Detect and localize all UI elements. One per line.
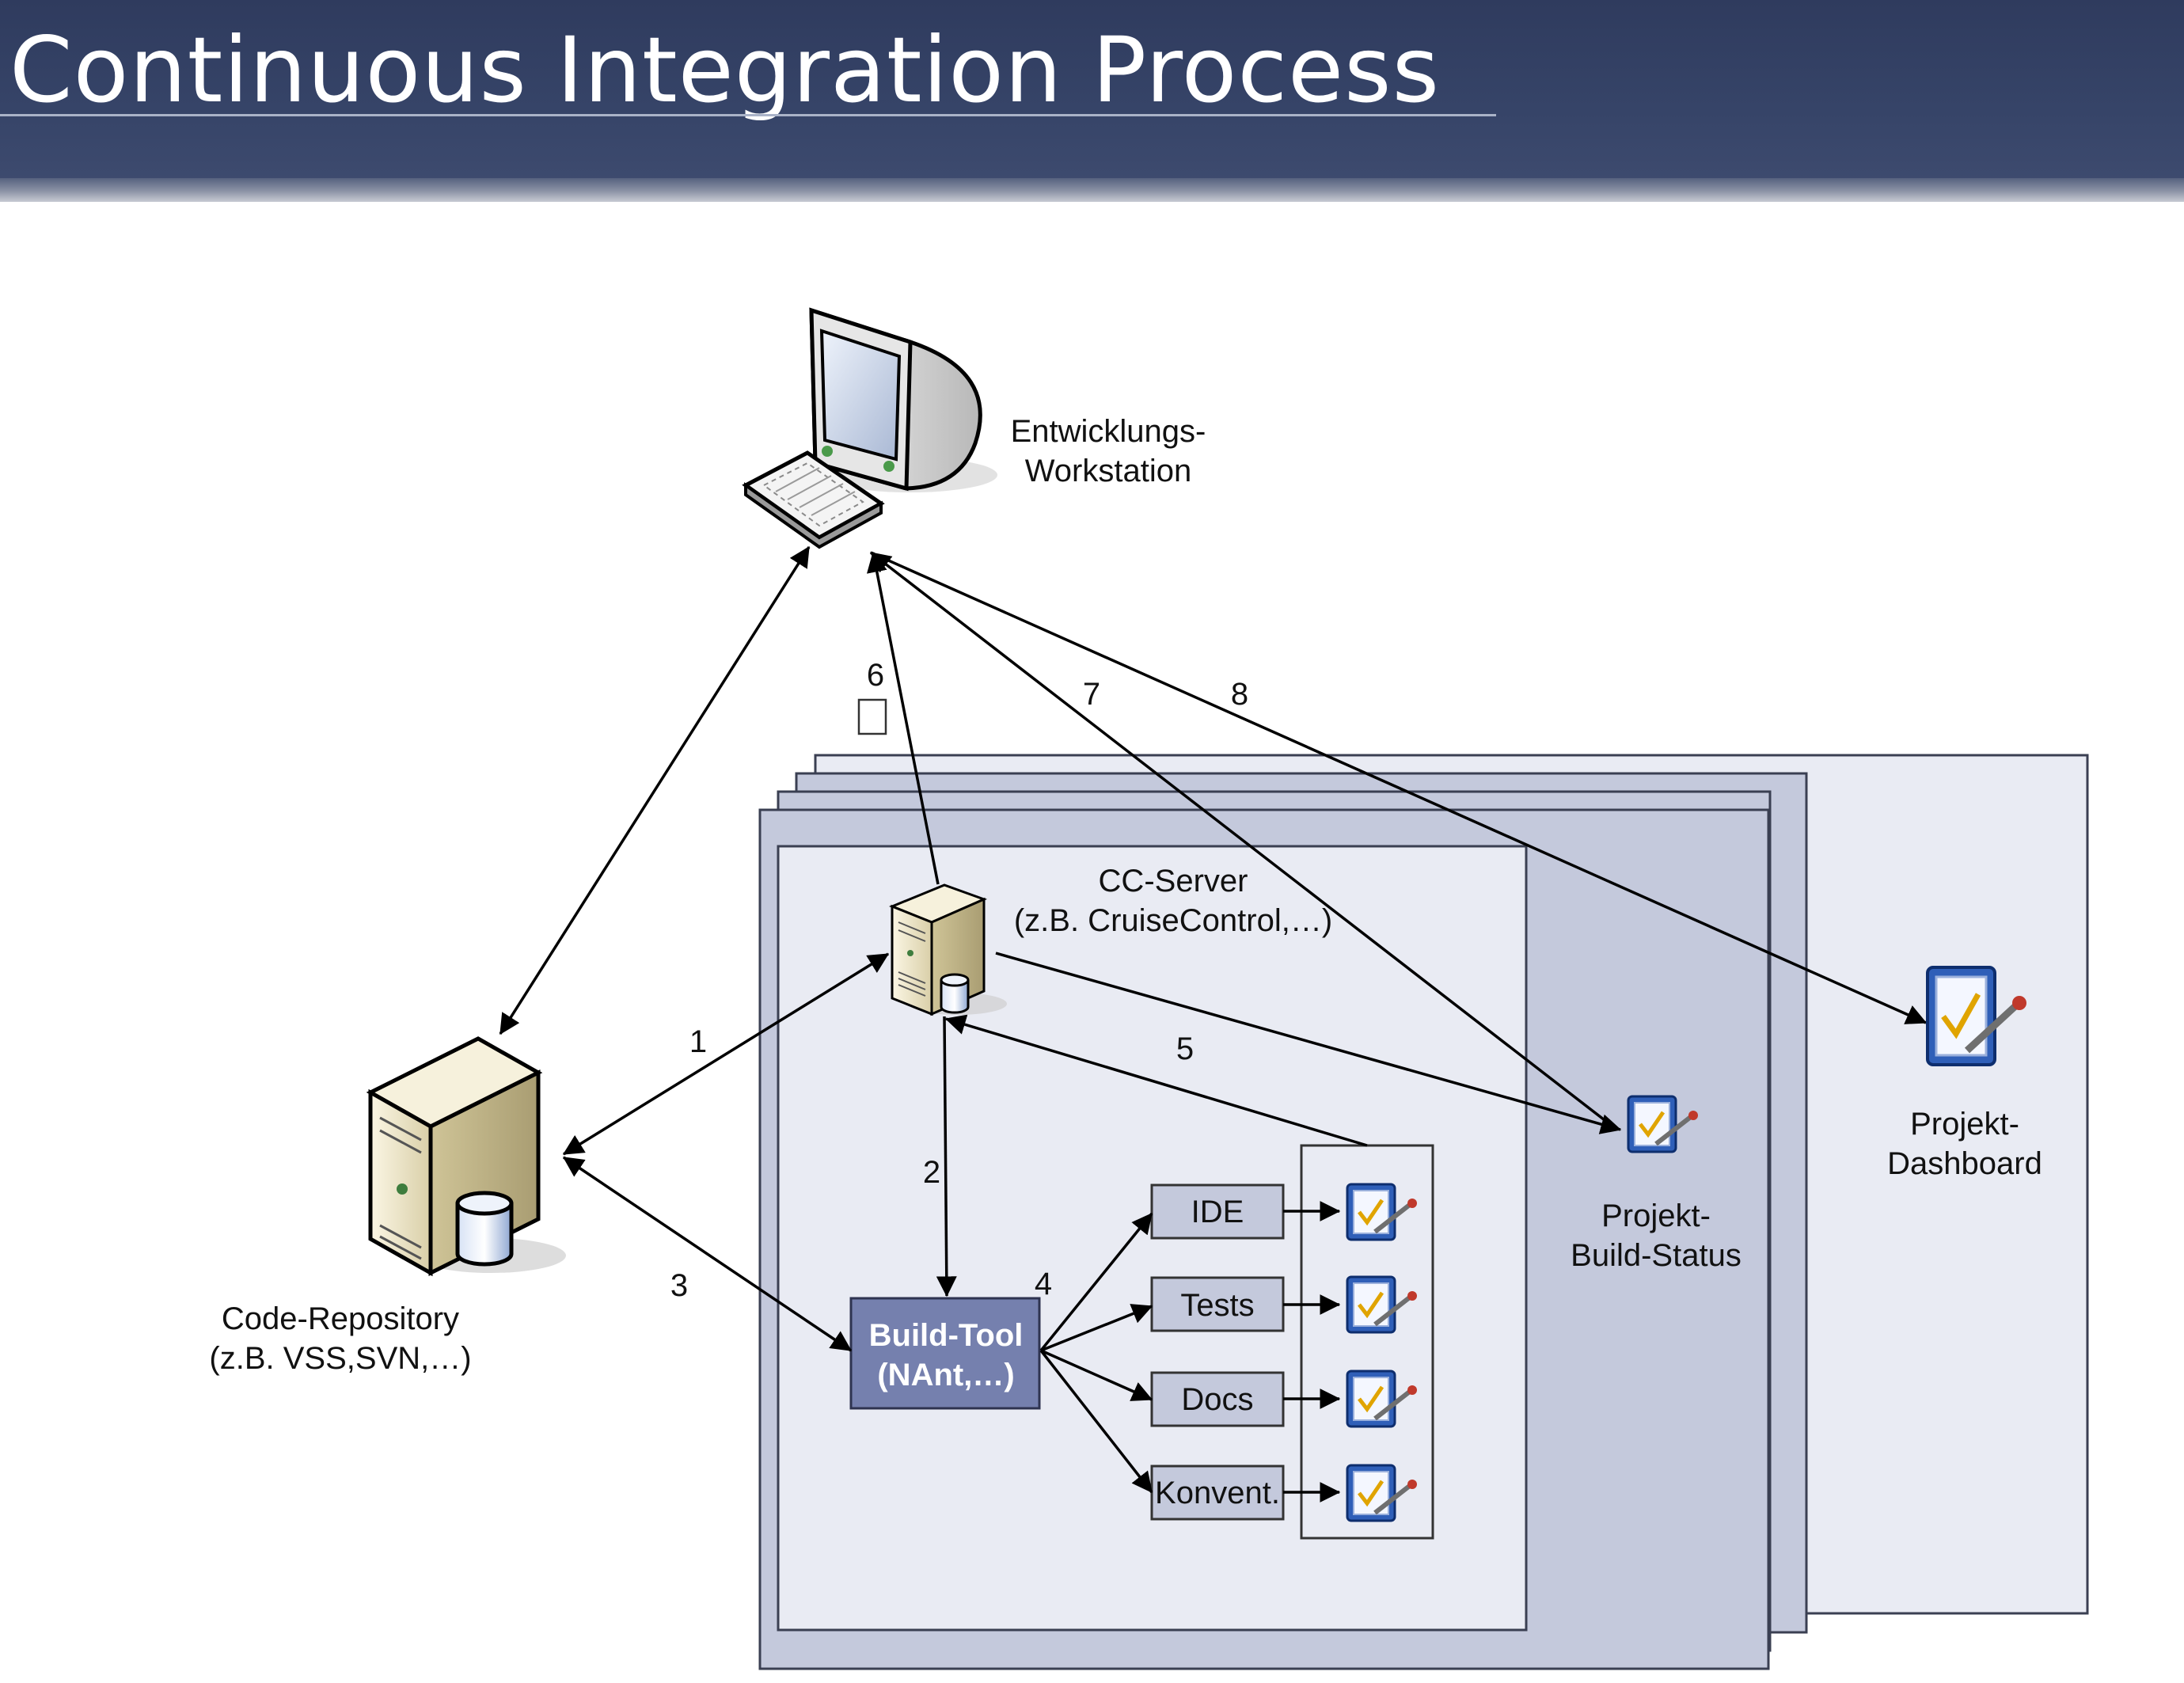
arrow-step-4-ide xyxy=(1039,1212,1153,1352)
arrow-step-8 xyxy=(870,551,1928,1024)
step-6-note-box xyxy=(857,698,887,735)
arrow-step-7 xyxy=(869,551,1616,1130)
output-labels: IDE Tests Docs Konvent. xyxy=(1155,1195,1280,1510)
build-tool-label-line2: (NAnt,…) xyxy=(877,1358,1014,1392)
title-underline xyxy=(0,114,1496,116)
dashboard-label-line1: Projekt- xyxy=(1910,1107,2019,1142)
step-numbers: 1 2 3 4 5 6 7 8 xyxy=(670,658,1248,1303)
step-label-2: 2 xyxy=(923,1155,940,1190)
repository-server-icon xyxy=(366,1036,566,1277)
cc-server-label-line1: CC-Server xyxy=(1099,864,1248,898)
cc-server-icon xyxy=(889,883,1007,1016)
build-status-icon xyxy=(1627,1095,1698,1153)
dashboard-label-line2: Dashboard xyxy=(1887,1146,2042,1181)
repository-label-line2: (z.B. VSS,SVN,…) xyxy=(209,1341,471,1376)
step-label-4: 4 xyxy=(1035,1267,1052,1301)
workstation-icon xyxy=(742,307,997,549)
node-labels: Entwicklungs- Workstation CC-Server (z.B… xyxy=(209,414,2042,1392)
build-tool-box xyxy=(849,1297,1041,1410)
build-status-label-line2: Build-Status xyxy=(1571,1238,1742,1273)
title-bar-shadow xyxy=(0,178,2184,202)
arrow-step-4-tests xyxy=(1040,1304,1153,1352)
output-label-ide: IDE xyxy=(1191,1195,1244,1229)
build-tool-label-line1: Build-Tool xyxy=(869,1318,1024,1353)
arrow-step-4-docs xyxy=(1040,1349,1153,1401)
tests-check-icon xyxy=(1346,1275,1417,1334)
arrow-step-3 xyxy=(562,1156,853,1352)
step-label-3: 3 xyxy=(670,1268,688,1303)
arrow-repo-workstation xyxy=(499,545,811,1035)
step-label-7: 7 xyxy=(1083,677,1100,712)
arrow-step-5-status xyxy=(995,952,1622,1134)
arrow-step-5-results xyxy=(944,1014,1368,1147)
output-box-ide xyxy=(1150,1183,1285,1240)
title-bar xyxy=(0,0,2184,199)
workstation-label-line2: Workstation xyxy=(1025,454,1191,488)
cc-server-label-line2: (z.B. CruiseControl,…) xyxy=(1014,903,1332,938)
arrow-step-6 xyxy=(866,551,940,885)
output-label-konvent: Konvent. xyxy=(1155,1476,1280,1510)
status-check-icons xyxy=(1346,966,2026,1522)
arrow-step-4-konvent xyxy=(1039,1349,1153,1494)
output-label-tests: Tests xyxy=(1180,1288,1254,1323)
step-label-8: 8 xyxy=(1231,677,1248,712)
arrows xyxy=(499,545,1928,1503)
output-box-docs xyxy=(1150,1371,1285,1427)
dashboard-icon xyxy=(1926,966,2026,1066)
page-title: Continuous Integration Process xyxy=(9,17,1440,123)
output-label-docs: Docs xyxy=(1181,1382,1253,1417)
ide-check-icon xyxy=(1346,1183,1417,1241)
docs-check-icon xyxy=(1346,1370,1417,1428)
step-label-5: 5 xyxy=(1176,1031,1194,1066)
step-label-6: 6 xyxy=(867,658,884,693)
arrow-step-1 xyxy=(562,952,890,1156)
build-status-label-line1: Projekt- xyxy=(1601,1199,1711,1233)
step-label-1: 1 xyxy=(689,1024,707,1059)
konvent-check-icon xyxy=(1346,1464,1417,1522)
workstation-label-line1: Entwicklungs- xyxy=(1011,414,1206,449)
arrow-step-2 xyxy=(936,1016,957,1297)
repository-label-line1: Code-Repository xyxy=(222,1301,459,1336)
